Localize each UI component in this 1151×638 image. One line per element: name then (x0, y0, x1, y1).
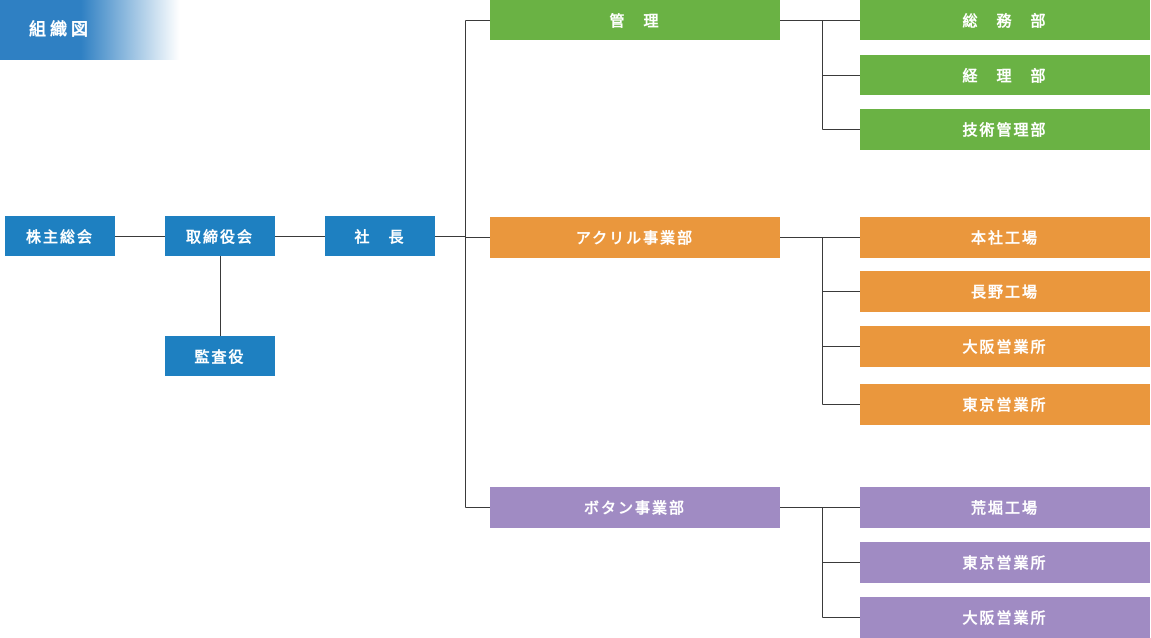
box-unit-accounting: 経 理 部 (860, 55, 1150, 95)
box-label: 監査役 (194, 347, 246, 366)
box-label: 長野工場 (970, 283, 1039, 301)
box-label: 経 理 部 (962, 66, 1048, 85)
box-label: アクリル事業部 (575, 229, 695, 247)
box-division-acrylic: アクリル事業部 (490, 217, 780, 258)
page-title: 組織図 (0, 0, 180, 60)
box-label: 荒堀工場 (970, 499, 1039, 517)
box-label: 取締役会 (185, 227, 254, 246)
box-unit-tokyo-office: 東京営業所 (860, 384, 1150, 425)
box-unit-arahori-factory: 荒堀工場 (860, 487, 1150, 528)
box-label: 東京営業所 (962, 554, 1048, 572)
box-shareholders: 株主総会 (5, 216, 115, 256)
box-label: 株主総会 (25, 227, 94, 246)
box-label: 大阪営業所 (962, 338, 1048, 356)
box-label: 大阪営業所 (962, 609, 1048, 627)
box-label: 東京営業所 (962, 396, 1048, 414)
box-unit-osaka-office: 大阪営業所 (860, 326, 1150, 367)
box-unit-technical-management: 技術管理部 (860, 109, 1150, 150)
box-label: ボタン事業部 (583, 499, 686, 517)
box-unit-osaka-office: 大阪営業所 (860, 597, 1150, 638)
box-unit-general-affairs: 総 務 部 (860, 0, 1150, 40)
box-auditor: 監査役 (165, 336, 275, 376)
box-unit-tokyo-office: 東京営業所 (860, 542, 1150, 583)
box-president: 社 長 (325, 216, 435, 256)
box-label: 総 務 部 (962, 11, 1048, 30)
box-division-management: 管 理 (490, 0, 780, 40)
box-unit-head-factory: 本社工場 (860, 217, 1150, 258)
box-label: 管 理 (609, 11, 661, 30)
box-label: 社 長 (354, 227, 406, 246)
box-unit-nagano-factory: 長野工場 (860, 271, 1150, 312)
box-label: 本社工場 (970, 229, 1039, 247)
box-division-button: ボタン事業部 (490, 487, 780, 528)
box-directors: 取締役会 (165, 216, 275, 256)
box-label: 技術管理部 (962, 121, 1048, 139)
